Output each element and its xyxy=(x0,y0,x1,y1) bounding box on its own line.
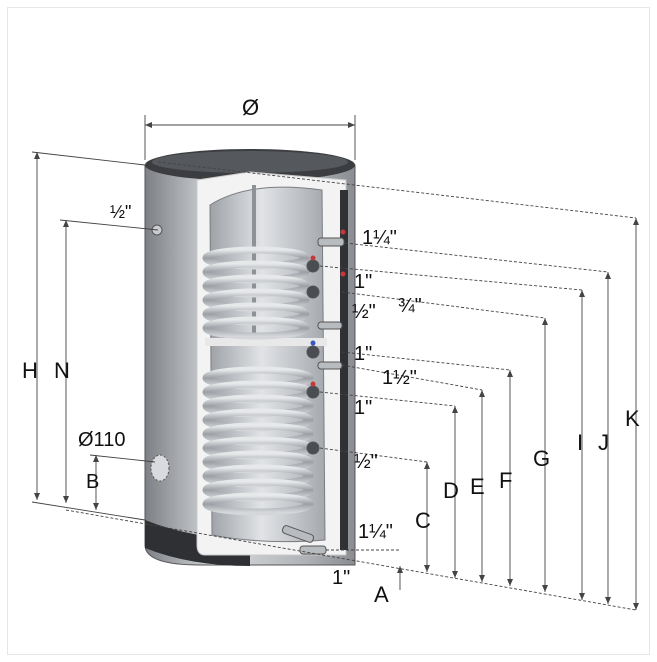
dimension-arrows xyxy=(34,122,639,610)
label-B: B xyxy=(86,471,99,493)
dimension-lines xyxy=(31,115,637,611)
frame-border xyxy=(7,7,650,655)
connection-nozzles xyxy=(281,237,345,555)
label-conn-7: 1" xyxy=(354,397,372,419)
indicator-dots xyxy=(310,229,346,387)
label-side-port-diameter: Ø110 xyxy=(78,429,125,451)
tank-body xyxy=(144,149,356,566)
label-conn-9: 1¼" xyxy=(358,521,393,543)
label-conn-6: 1½" xyxy=(382,367,417,389)
label-A: A xyxy=(374,582,389,607)
label-D: D xyxy=(443,478,459,503)
labels: Ø H N B Ø110 ½" 1¼" 1" ½" ¾" 1" 1½" 1" ½… xyxy=(22,95,640,607)
label-F: F xyxy=(499,468,512,493)
label-K: K xyxy=(625,406,640,431)
label-N: N xyxy=(54,358,70,383)
label-conn-4: ¾" xyxy=(398,295,422,317)
label-diameter: Ø xyxy=(242,95,259,120)
upper-coil xyxy=(202,246,310,340)
label-I: I xyxy=(577,430,583,455)
label-top-left-connection: ½" xyxy=(110,202,131,222)
label-conn-10: 1" xyxy=(332,567,350,589)
label-conn-8: ½" xyxy=(354,451,378,473)
label-G: G xyxy=(533,446,550,471)
label-conn-1: 1¼" xyxy=(362,227,397,249)
label-conn-3: ½" xyxy=(352,301,376,323)
label-E: E xyxy=(470,474,485,499)
label-C: C xyxy=(415,508,431,533)
label-conn-2: 1" xyxy=(354,271,372,293)
label-conn-5: 1" xyxy=(354,343,372,365)
label-J: J xyxy=(598,430,609,455)
label-H: H xyxy=(22,358,38,383)
